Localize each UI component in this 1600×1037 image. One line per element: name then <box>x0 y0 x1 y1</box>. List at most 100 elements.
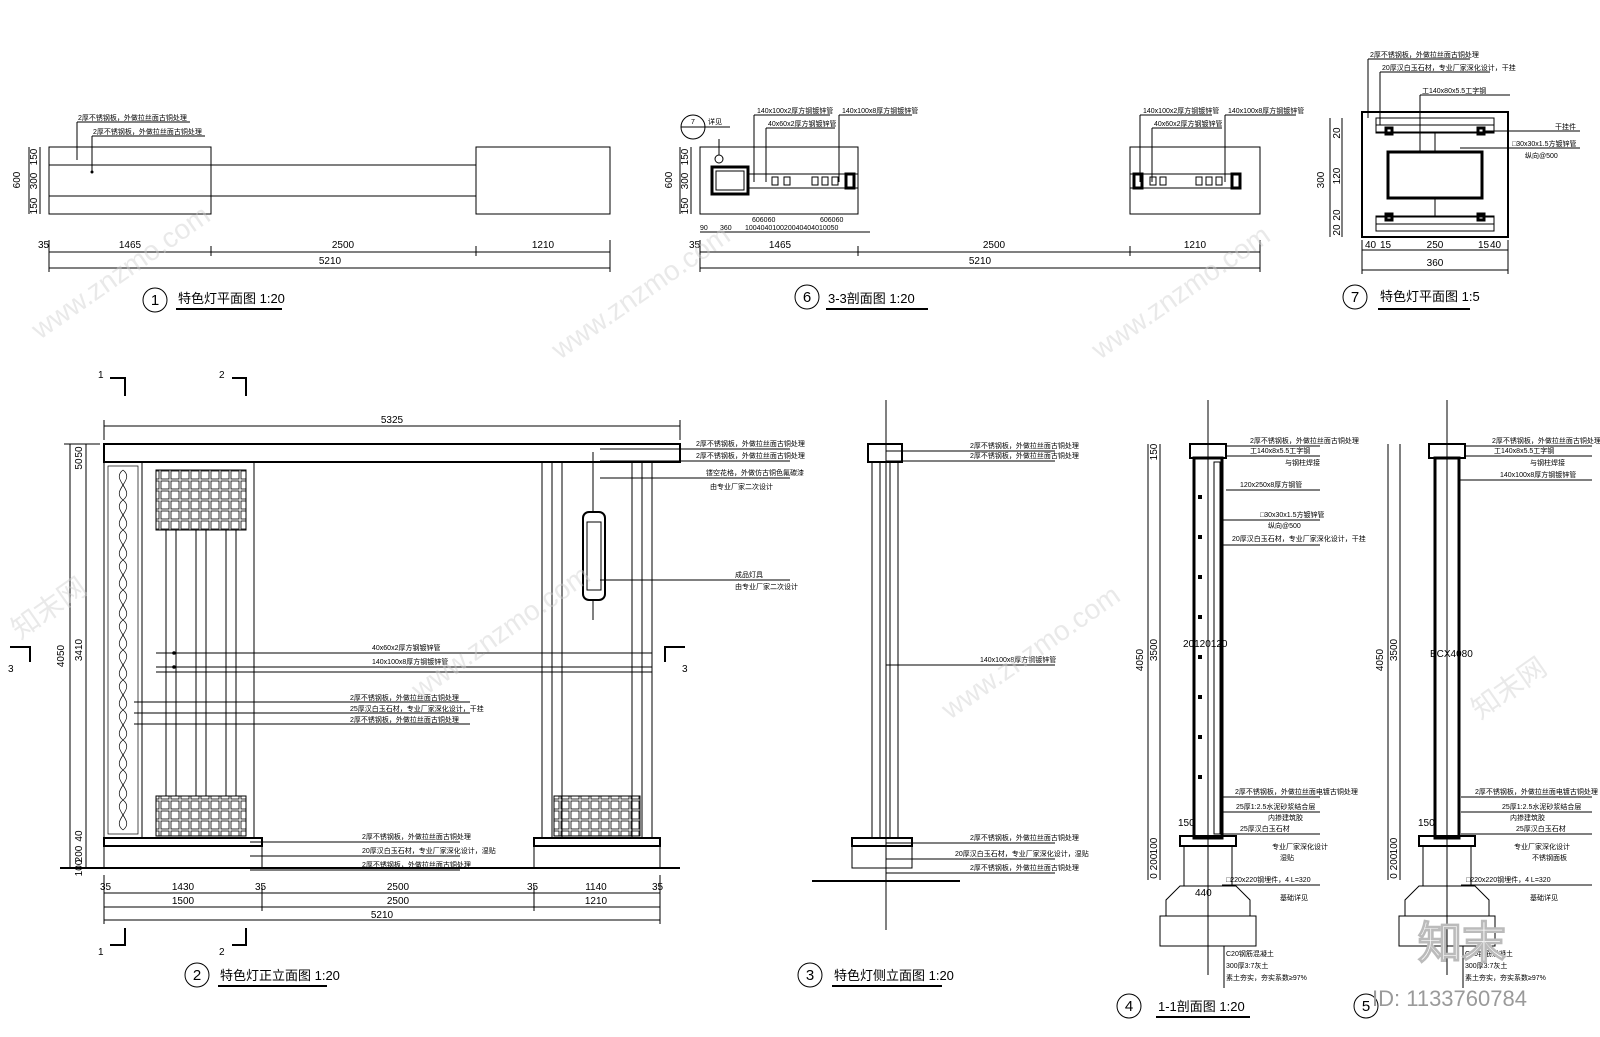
dim-0: 0 <box>1149 873 1160 879</box>
note: 基础详见 <box>1530 893 1558 902</box>
note: 2厚不锈钢板，外做拉丝面古铜处理 <box>696 451 805 460</box>
dim-1210: 1210 <box>532 240 555 251</box>
note: 由专业厂家二次设计 <box>710 482 773 491</box>
dim-100: 100 <box>1389 837 1400 854</box>
note: 140x100x8厚方钢镀锌管 <box>1500 470 1576 479</box>
section-marker: 2 <box>219 947 225 958</box>
dim-mid: 20120120 <box>1183 639 1228 650</box>
note: 300厚3:7灰土 <box>1465 961 1507 970</box>
note: 2厚不锈钢板，外做拉丝面电镀古铜处理 <box>1235 787 1358 796</box>
note: 20厚汉白玉石材，专业厂家深化设计，湿贴 <box>955 849 1089 858</box>
note: 40x60x2厚方钢镀锌管 <box>372 643 440 652</box>
watermark-brand: 知末网 <box>6 571 93 645</box>
view3-side-elevation: 2厚不锈钢板，外做拉丝面古铜处理 2厚不锈钢板，外做拉丝面古铜处理 140x10… <box>797 400 1089 988</box>
dim-small: 100404010020040404010050 <box>745 225 839 232</box>
note: 140x100x8厚方钢镀锌管 <box>842 106 918 115</box>
dim-35: 35 <box>527 882 539 893</box>
dim-150: 150 <box>29 148 40 165</box>
view-title: 3-3剖面图 1:20 <box>828 291 915 306</box>
dim-35: 35 <box>255 882 267 893</box>
note: □30x30x1.5方镀锌管 <box>1512 139 1577 148</box>
dim-5210: 5210 <box>319 256 342 267</box>
dim-1465: 1465 <box>119 240 142 251</box>
dim-250: 250 <box>1427 240 1444 251</box>
view-number: 1 <box>151 292 159 309</box>
view4-section: 4050 150 3500 100 200 0 20120120 150 440… <box>1116 400 1366 1019</box>
dim-150: 150 <box>29 197 40 214</box>
dim-1140: 1140 <box>585 882 607 893</box>
note: 2厚不锈钢板，外做拉丝面古铜处理 <box>362 860 471 869</box>
dim-1210: 1210 <box>585 896 608 907</box>
note: 专业厂家深化设计 <box>1514 842 1570 851</box>
view-title: 特色灯正立面图 1:20 <box>220 968 340 983</box>
view-number: 2 <box>193 967 201 984</box>
note: 2厚不锈钢板，外做拉丝面古铜处理 <box>1370 50 1479 59</box>
note: 25厚1:2.5水泥砂浆结合层 <box>1236 802 1315 811</box>
dim-1210: 1210 <box>1184 240 1207 251</box>
note: 2厚不锈钢板，外做拉丝面古铜处理 <box>362 832 471 841</box>
dim-40: 40 <box>1365 240 1377 251</box>
ornament-left <box>118 469 128 831</box>
section-marker: 1 <box>98 947 104 958</box>
watermark-text: www.znzmo.com <box>545 219 736 365</box>
section-marker: 1 <box>98 370 104 381</box>
note: □220x220钢埋件，4 L=320 <box>1466 875 1551 884</box>
watermark-text: www.znzmo.com <box>1085 219 1276 365</box>
note: 不锈钢面板 <box>1532 853 1567 862</box>
view-title: 特色灯平面图 1:20 <box>178 291 285 306</box>
watermark-brand: 知末网 <box>1466 651 1553 725</box>
note: 40x60x2厚方钢镀锌管 <box>1154 119 1222 128</box>
dim-20: 20 <box>1332 209 1343 221</box>
note: 2厚不锈钢板，外做拉丝面古铜处理 <box>78 113 187 122</box>
dim-600: 600 <box>12 171 23 188</box>
note: 镂空花格，外做仿古铜色氟碳漆 <box>706 468 804 477</box>
dim-100: 100 <box>74 859 85 876</box>
view-number: 6 <box>803 289 811 306</box>
note: 成品灯具 <box>735 570 763 579</box>
note: 40x60x2厚方钢镀锌管 <box>768 119 836 128</box>
dim-50: 50 <box>74 446 85 458</box>
note: 2厚不锈钢板，外做拉丝面古铜处理 <box>1492 436 1600 445</box>
note: 140x100x8厚方钢镀锌管 <box>1228 106 1304 115</box>
dim-5325: 5325 <box>381 415 404 426</box>
note: □220x220钢埋件，4 L=320 <box>1226 875 1311 884</box>
dim-40: 40 <box>1490 240 1502 251</box>
note: 20厚汉白玉石材，专业厂家深化设计，湿贴 <box>362 846 496 855</box>
note: 2厚不锈钢板，外做拉丝面古铜处理 <box>970 863 1079 872</box>
view-title: 特色灯侧立面图 1:20 <box>834 968 954 983</box>
dim-20: 20 <box>1332 224 1343 236</box>
note: 25厚汉白玉石材，专业厂家深化设计，干挂 <box>350 704 484 713</box>
note: 纵向@500 <box>1525 151 1558 160</box>
watermark-id: ID: 1133760784 <box>1372 986 1527 1011</box>
note: 2厚不锈钢板，外做拉丝面古铜处理 <box>350 693 459 702</box>
dim-300: 300 <box>29 172 40 189</box>
note: 2厚不锈钢板，外做拉丝面电镀古铜处理 <box>1475 787 1598 796</box>
note: 基础详见 <box>1280 893 1308 902</box>
view7-plan: 2厚不锈钢板，外做拉丝面古铜处理 20厚汉白玉石材，专业厂家深化设计，干挂 工1… <box>1316 50 1580 310</box>
note: 2厚不锈钢板，外做拉丝面古铜处理 <box>1250 436 1359 445</box>
dim-1500: 1500 <box>172 896 195 907</box>
watermark-logo: 知末 <box>1418 919 1506 968</box>
note: 素土夯实，夯实系数≥97% <box>1226 973 1307 982</box>
note: 素土夯实，夯实系数≥97% <box>1465 973 1546 982</box>
note: 2厚不锈钢板，外做拉丝面古铜处理 <box>970 833 1079 842</box>
dim-40: 40 <box>74 830 85 842</box>
note: 与钢柱焊接 <box>1285 458 1320 467</box>
dim-150: 150 <box>1178 818 1195 829</box>
dim-35: 35 <box>689 240 701 251</box>
dim-4050: 4050 <box>1375 648 1386 671</box>
note: 2厚不锈钢板，外做拉丝面古铜处理 <box>696 439 805 448</box>
note: 内掺建筑胶 <box>1510 813 1545 822</box>
note: 300厚3:7灰土 <box>1226 961 1268 970</box>
note: 2厚不锈钢板，外做拉丝面古铜处理 <box>350 715 459 724</box>
note: 湿贴 <box>1280 853 1294 862</box>
dim-3410: 3410 <box>74 638 85 661</box>
note: 与钢柱焊接 <box>1530 458 1565 467</box>
view6-section: 7 详见 140x100x2厚方钢镀锌管 40x60x2厚方钢镀锌管 140x1… <box>664 106 1304 310</box>
dim-small: 606060 <box>820 217 843 224</box>
note: 25厚汉白玉石材 <box>1240 824 1290 833</box>
dim-4050: 4050 <box>56 644 67 667</box>
note: 2厚不锈钢板，外做拉丝面古铜处理 <box>970 451 1079 460</box>
dim-300: 300 <box>680 172 691 189</box>
watermark-text: www.znzmo.com <box>405 559 596 705</box>
